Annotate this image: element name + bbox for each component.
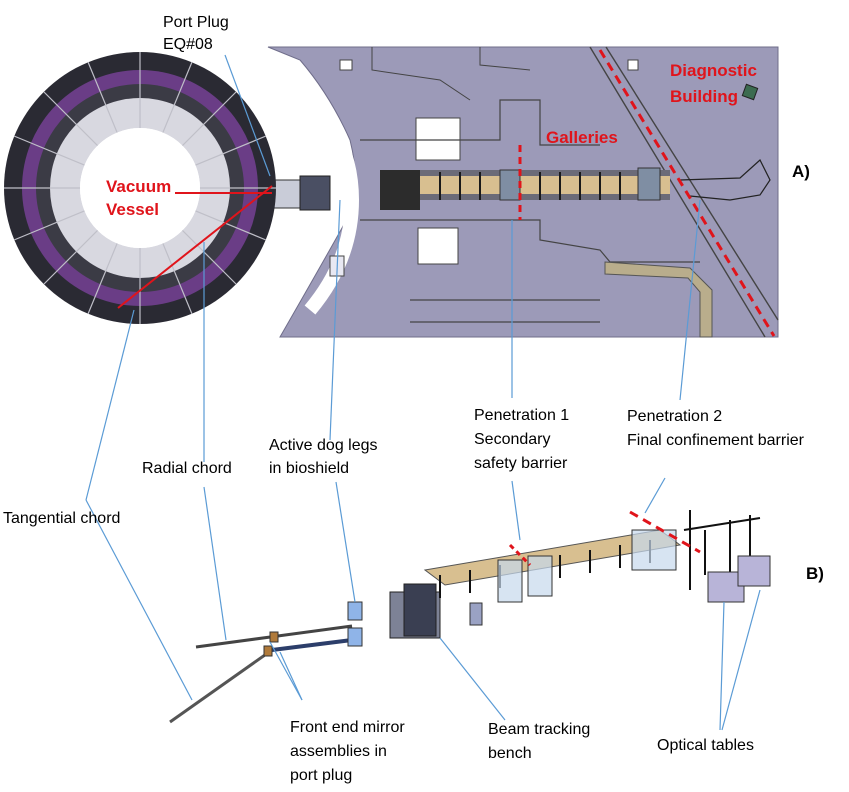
callout-tangential-chord <box>85 499 193 701</box>
callout-lines <box>85 54 761 731</box>
callout-optical-1 <box>719 601 725 731</box>
callout-penetration-1-b <box>511 480 521 541</box>
callout-tangential-chord-a <box>85 309 135 501</box>
callout-penetration-2 <box>679 199 701 401</box>
callout-optical-2 <box>721 589 761 731</box>
front-end-label-line1: Front end mirror <box>290 719 405 736</box>
transmission-line-dark <box>380 170 420 210</box>
transmission-line-wood <box>420 176 670 194</box>
panel-a-tag: A) <box>792 162 810 181</box>
callout-beam-bench <box>439 637 506 721</box>
panel-b-3d-view <box>169 510 771 724</box>
diagnostic-building-label-line2: Building <box>670 87 738 106</box>
tangential-chord-line <box>117 185 273 309</box>
penetration-1-label-line2: Secondary <box>474 431 551 448</box>
port-plug-label-line2: EQ#08 <box>163 36 213 53</box>
callout-port-plug <box>224 54 271 177</box>
wall-outline <box>479 47 531 71</box>
callout-penetration-2-b <box>644 477 666 514</box>
dog-leg-box <box>347 601 363 621</box>
penetration-2-label-line1: Penetration 2 <box>627 408 723 425</box>
radial-chord-label: Radial chord <box>142 460 232 477</box>
callout-dog-legs-b <box>335 481 356 603</box>
vacuum-vessel-label-line1: Vacuum <box>106 177 172 196</box>
penetration-1-barrier <box>508 543 532 567</box>
front-end-label-line3: port plug <box>290 767 353 784</box>
tangential-chord-pipe <box>169 648 273 724</box>
beam-tracking-label-line2: bench <box>488 745 532 762</box>
port-plug-label-line1: Port Plug <box>163 14 229 31</box>
penetration-2-barrier <box>629 510 701 554</box>
optical-tables-label: Optical tables <box>657 737 754 754</box>
dog-legs-label-line1: Active dog legs <box>269 437 378 454</box>
callout-front-end-1 <box>269 641 303 701</box>
diagnostic-building-marker <box>741 83 759 101</box>
vacuum-vessel <box>4 52 276 324</box>
bioshield-wall <box>304 94 360 315</box>
front-end-label-line2: assemblies in <box>290 743 387 760</box>
callout-dog-legs <box>329 199 341 441</box>
penetration-1-box <box>527 555 553 597</box>
vacuum-vessel-label-line2: Vessel <box>106 200 159 219</box>
penetration-2-label-line2: Final confinement barrier <box>627 432 804 449</box>
dog-legs-label-line2: in bioshield <box>269 460 350 477</box>
beam-tracking-label-line1: Beam tracking <box>488 721 591 738</box>
wall-outline <box>360 219 700 263</box>
building-wall <box>589 46 766 338</box>
corridor <box>604 261 713 338</box>
penetration-box <box>637 167 661 201</box>
penetration-1-label-line3: safety barrier <box>474 455 568 472</box>
standalone-cabinet <box>469 602 483 626</box>
callout-radial-chord <box>203 486 227 641</box>
penetration-box <box>499 169 521 201</box>
optical-table <box>737 555 771 587</box>
front-end-mirror-assembly <box>263 645 273 657</box>
wall-outline <box>360 99 600 146</box>
room-block <box>339 59 353 71</box>
wall-outline <box>371 47 471 101</box>
front-end-mirror-assembly <box>269 631 279 643</box>
dogleg-block <box>299 175 331 211</box>
galleries-label: Galleries <box>546 128 618 147</box>
panel-b-tag: B) <box>806 564 824 583</box>
building-equipment <box>679 159 771 201</box>
penetration-1-label-line1: Penetration 1 <box>474 407 570 424</box>
room-block <box>415 117 461 161</box>
penetration-1-box <box>497 559 523 603</box>
callout-front-end-2 <box>279 651 303 701</box>
diagnostic-building-label-line1: Diagnostic <box>670 61 757 80</box>
dog-leg-box <box>347 627 363 647</box>
penetration-2-box <box>631 529 677 571</box>
tangential-chord-label: Tangential chord <box>3 510 121 527</box>
room-block <box>417 227 459 265</box>
diagnostic-building-barrier-line <box>598 49 776 337</box>
room-block <box>627 59 639 71</box>
building-wall <box>605 46 779 321</box>
